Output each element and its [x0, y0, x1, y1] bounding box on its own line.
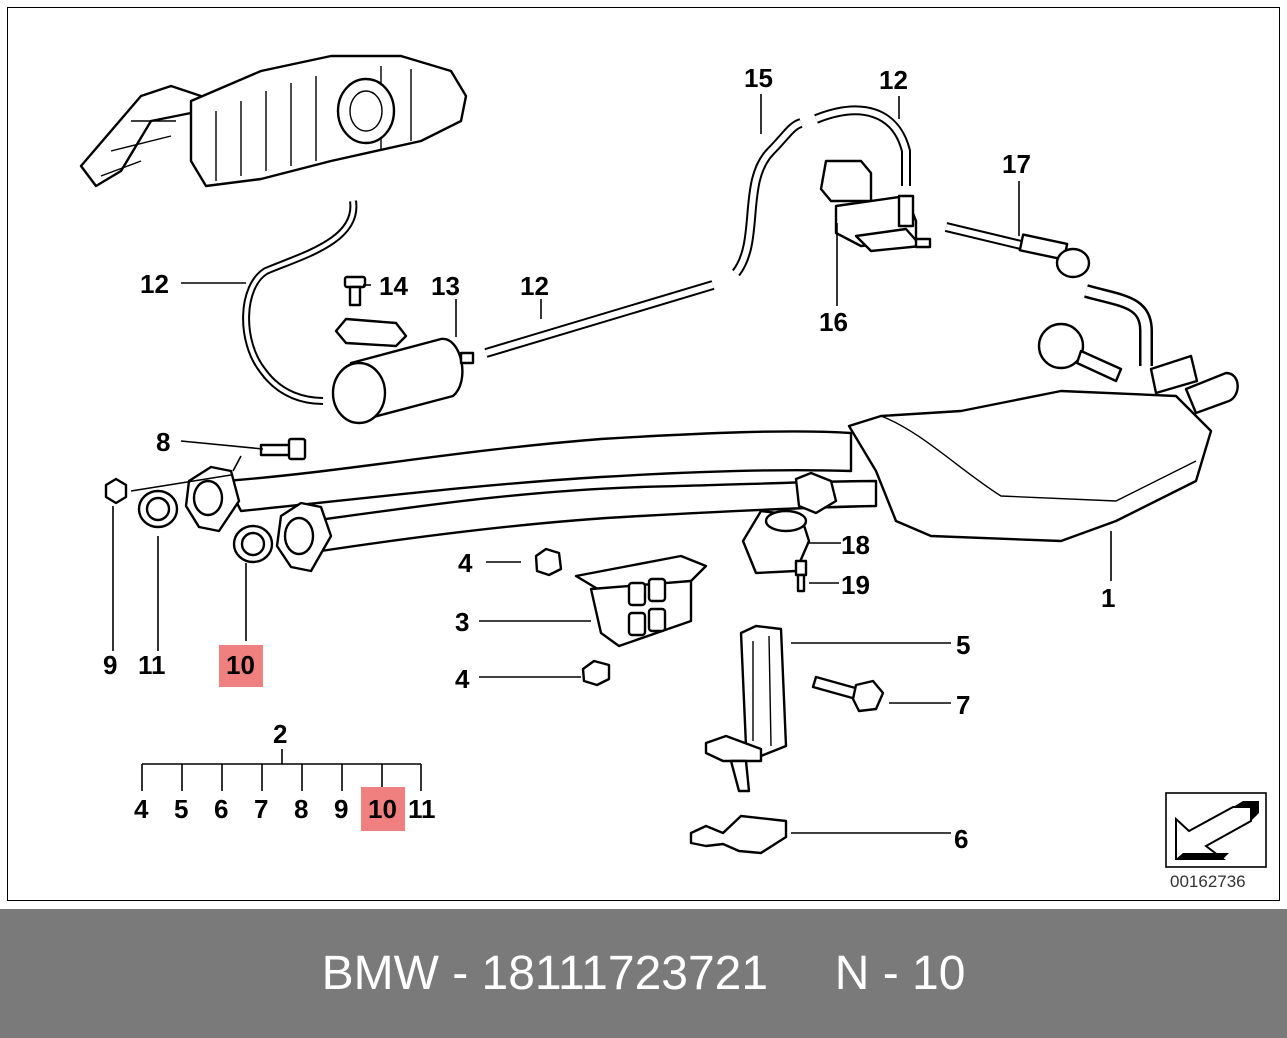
label-12-left: 12 — [140, 269, 169, 299]
bolt-7 — [811, 675, 885, 713]
muffler-1 — [847, 354, 1239, 543]
arrow-southwest-icon[interactable] — [1165, 792, 1267, 868]
intake-manifold — [79, 54, 468, 188]
hose-17 — [944, 222, 1153, 383]
exhaust-parts-diagram: 15 12 17 12 14 13 12 16 8 18 19 4 3 4 1 … — [79, 54, 1267, 891]
bolt-8 — [259, 437, 307, 461]
label-1: 1 — [1101, 583, 1115, 613]
bracket-5 — [704, 624, 788, 793]
group-item-9: 9 — [334, 794, 348, 824]
label-19: 19 — [841, 570, 870, 600]
highlight-group-10 — [361, 787, 405, 831]
label-4-upper: 4 — [458, 548, 473, 578]
group-item-10: 10 — [368, 794, 397, 824]
bracket-3 — [574, 554, 708, 648]
screw-14 — [343, 275, 367, 307]
label-11: 11 — [138, 650, 166, 680]
group-item-8: 8 — [294, 794, 308, 824]
clip-6 — [689, 814, 788, 855]
kit-group-2: 2 4 5 6 7 8 9 10 11 — [134, 719, 436, 831]
group-item-11: 11 — [408, 794, 436, 824]
group-item-7: 7 — [254, 794, 268, 824]
sleeve-18 — [741, 509, 811, 575]
rubber-mount-4-lower — [581, 659, 611, 687]
label-4-lower: 4 — [455, 664, 470, 694]
label-8: 8 — [156, 427, 170, 457]
gasket-11 — [137, 489, 179, 529]
label-16: 16 — [819, 307, 848, 337]
label-5: 5 — [956, 630, 970, 660]
footer-bar: BMW - 18111723721 N - 10 — [0, 909, 1287, 1038]
pipe-clamp — [794, 471, 838, 515]
label-12-middle: 12 — [520, 271, 549, 301]
label-10: 10 — [226, 650, 255, 680]
part-labels: 15 12 17 12 14 13 12 16 8 18 19 4 3 4 1 … — [103, 63, 1115, 854]
label-7: 7 — [956, 690, 970, 720]
bolt-19 — [794, 559, 808, 593]
group-item-4: 4 — [134, 794, 149, 824]
label-3: 3 — [455, 607, 469, 637]
part-number-caption: BMW - 18111723721 N - 10 — [321, 947, 966, 1000]
label-14: 14 — [379, 271, 408, 301]
label-12-top: 12 — [879, 65, 908, 95]
label-15: 15 — [744, 63, 773, 93]
label-9: 9 — [103, 650, 117, 680]
valve-16 — [819, 159, 932, 253]
exhaust-pipe — [184, 430, 878, 573]
label-18: 18 — [841, 530, 870, 560]
leader-lines — [112, 94, 1112, 834]
canister-13 — [331, 317, 475, 425]
nut-9 — [104, 477, 128, 505]
group-item-5: 5 — [174, 794, 188, 824]
label-13: 13 — [431, 271, 460, 301]
rubber-mount-4-upper — [534, 547, 563, 577]
label-2: 2 — [273, 719, 287, 749]
diagram-code: 00162736 — [1170, 872, 1246, 891]
diagram-frame: 15 12 17 12 14 13 12 16 8 18 19 4 3 4 1 … — [7, 7, 1280, 901]
group-item-6: 6 — [214, 794, 228, 824]
highlight-10 — [219, 645, 263, 687]
label-6: 6 — [954, 824, 968, 854]
gasket-10 — [232, 524, 274, 564]
label-17: 17 — [1002, 149, 1031, 179]
